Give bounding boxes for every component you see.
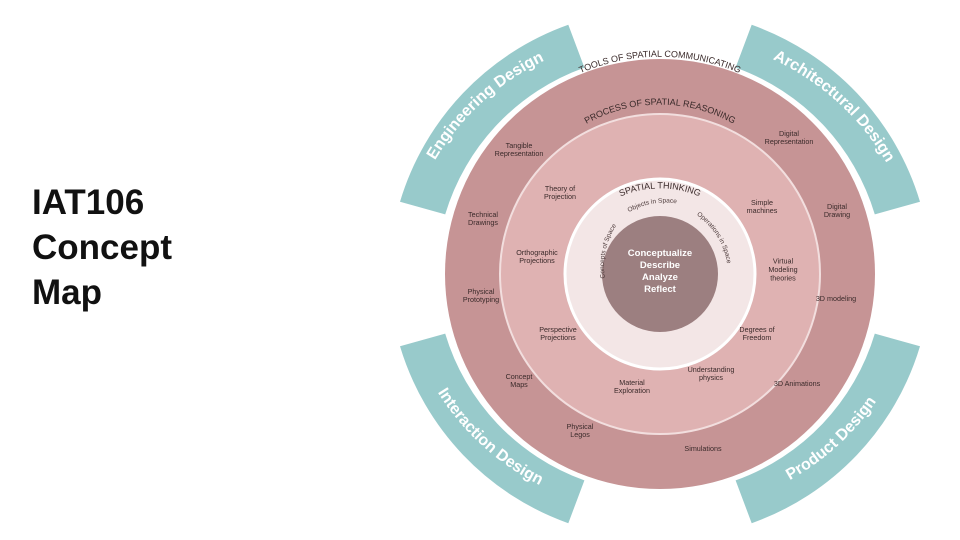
product-design-band (735, 333, 920, 524)
title-line-2: Concept (32, 228, 172, 267)
engineering-design-band (400, 24, 585, 215)
core-word-reflect: Reflect (644, 284, 677, 295)
core-circle (602, 216, 718, 332)
outer-item-simulations: Simulations (684, 444, 722, 453)
interaction-design-band (400, 333, 585, 524)
outer-item-3d-modeling: 3D modeling (816, 294, 856, 303)
title-line-1: IAT106 (32, 183, 145, 222)
core-word-conceptualize: Conceptualize (628, 248, 692, 259)
core-word-describe: Describe (640, 260, 680, 271)
middle-ring-edge (499, 113, 821, 435)
title-line-3: Map (32, 273, 102, 312)
inner-ring-edge (563, 177, 757, 371)
architectural-design-band (735, 24, 920, 215)
outer-item-3d-animations: 3D Animations (774, 379, 821, 388)
slide-title: IAT106 Concept Map (32, 180, 232, 315)
core-word-analyze: Analyze (642, 272, 678, 283)
